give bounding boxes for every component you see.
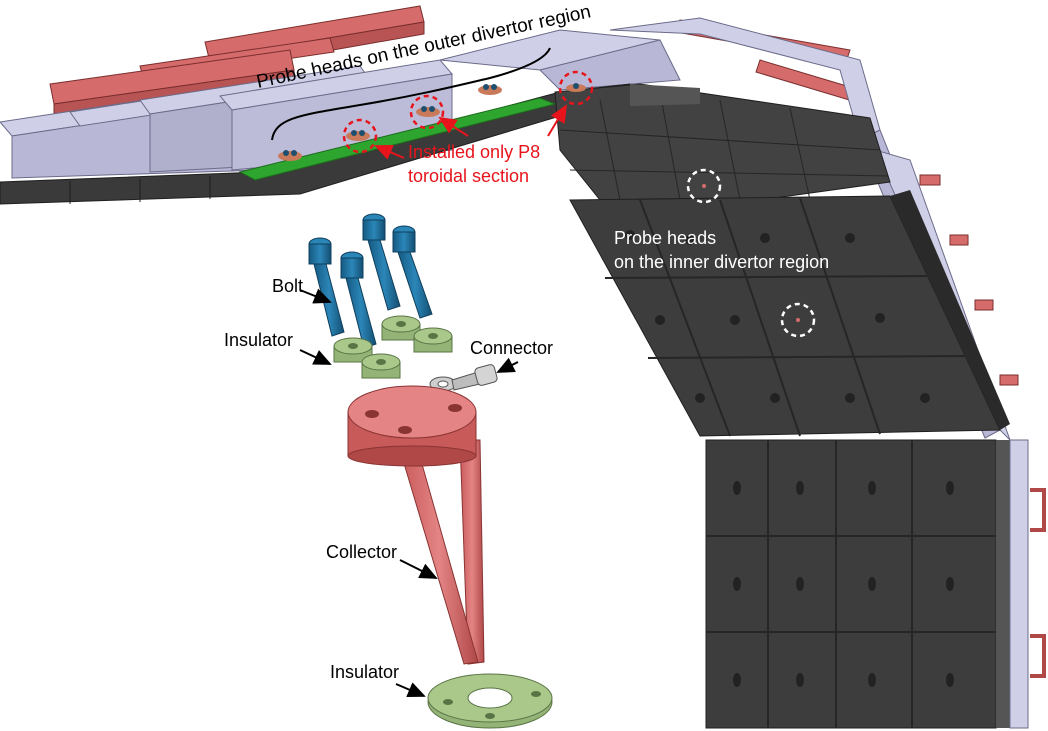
curved-tile-region: [554, 83, 891, 201]
connector: [429, 364, 498, 392]
installed-arrow-1: [374, 144, 405, 160]
insulator-bottom-label: Insulator: [330, 662, 399, 682]
outer-probes-bracket: [271, 47, 551, 141]
highlight-red-1: [342, 118, 378, 154]
label-arrows: [299, 104, 568, 698]
inner-probe-heads-line1: Probe heads: [614, 228, 716, 248]
collector-label: Collector: [326, 542, 397, 562]
collector-arrow: [399, 559, 438, 579]
insulator-bottom-arrow: [395, 682, 426, 698]
insulator-top-label: Insulator: [224, 330, 293, 350]
highlight-red-3: [558, 70, 594, 106]
side-brackets: [919, 174, 1046, 678]
installed-arrow-2: [438, 116, 469, 137]
inner-tile-region: [569, 190, 1010, 437]
highlight-white-2: [780, 302, 816, 338]
highlight-circles: [342, 70, 816, 338]
installed-probe-heads: [278, 83, 586, 161]
top-insulators: [333, 315, 453, 379]
connector-label: Connector: [470, 338, 553, 358]
connector-arrow: [496, 357, 519, 373]
installed-arrow-3: [547, 104, 568, 137]
bottom-insulator: [427, 673, 553, 729]
collector: [347, 385, 485, 665]
bolt-arrow: [299, 288, 332, 304]
insulator-top-arrow: [299, 349, 332, 365]
highlight-red-2: [409, 94, 445, 130]
installed-label-line2: toroidal section: [408, 166, 529, 186]
installed-label-line1: Installed only P8: [408, 142, 540, 162]
vertical-tile-region: [705, 439, 1029, 729]
bolt-label: Bolt: [272, 276, 303, 296]
bolts: [308, 213, 433, 349]
highlight-white-1: [686, 168, 722, 204]
inner-probe-heads-line2: on the inner divertor region: [614, 252, 829, 272]
